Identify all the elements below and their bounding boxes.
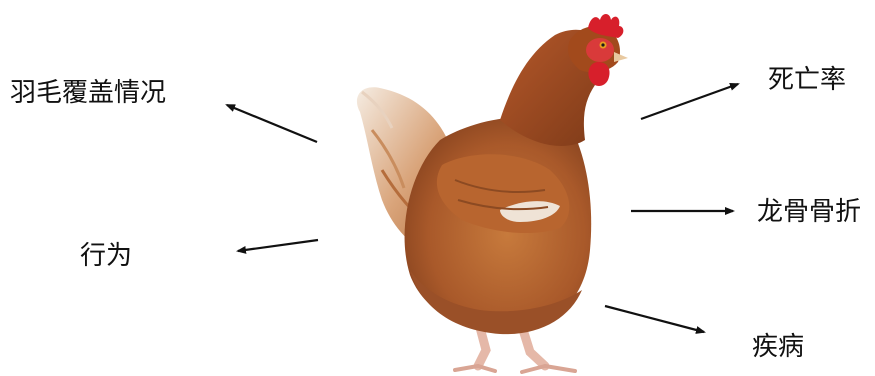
arrow-mortality — [641, 84, 738, 119]
label-keel-fracture: 龙骨骨折 — [757, 199, 861, 225]
arrow-feather — [227, 105, 317, 142]
hen-wattle — [588, 62, 609, 86]
label-mortality: 死亡率 — [768, 67, 846, 93]
label-feather-coverage: 羽毛覆盖情况 — [10, 80, 166, 106]
arrow-behavior — [238, 240, 318, 251]
label-disease: 疾病 — [752, 334, 804, 360]
hen-beak — [614, 52, 628, 62]
arrow-disease — [605, 306, 704, 332]
hen-illustration — [357, 14, 628, 372]
label-behavior: 行为 — [80, 243, 132, 269]
